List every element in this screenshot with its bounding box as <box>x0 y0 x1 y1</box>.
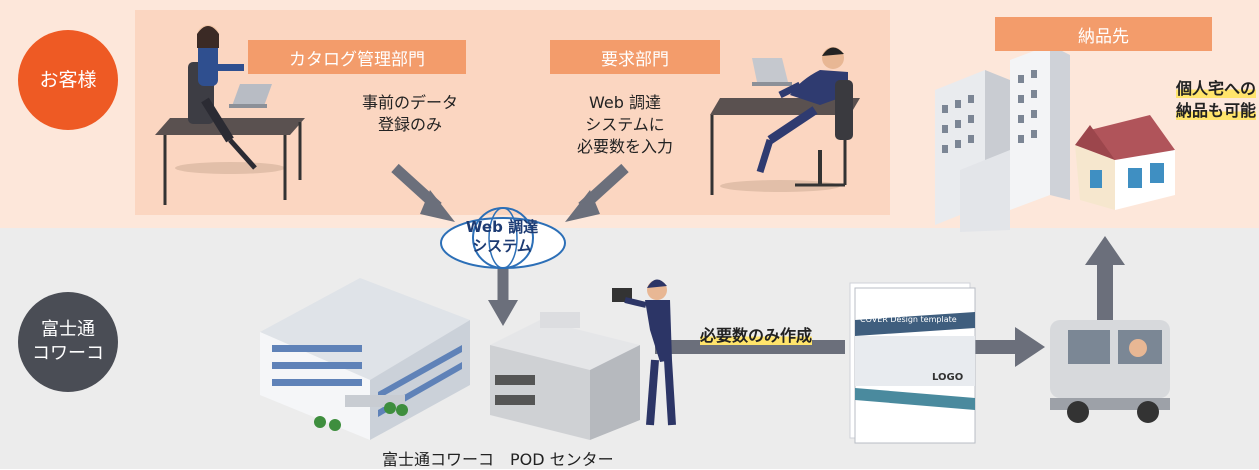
fujitsu-building-illustration <box>260 278 470 440</box>
fujitsu-circle-label: 富士通 コワーコ <box>18 292 118 392</box>
request-note: Web 調達 システムに 必要数を入力 <box>576 93 673 156</box>
catalog-cover-title: COVER Design template <box>860 315 957 324</box>
delivery-van-illustration <box>1050 320 1170 423</box>
catalog-manager-illustration <box>155 25 305 205</box>
catalog-logo: LOGO <box>932 372 964 383</box>
delivery-label: 納品先 <box>995 17 1212 51</box>
catalog-note: 事前のデータ 登録のみ <box>361 93 458 134</box>
delivery-note: 個人宅への 納品も可能 <box>1150 78 1256 122</box>
customer-circle-label: お客様 <box>18 30 118 130</box>
catalog-to-van-arrow <box>975 327 1045 367</box>
print-note-text: 必要数のみ作成 <box>700 326 813 345</box>
delivery-buildings-illustration <box>935 45 1175 232</box>
van-to-delivery-arrow <box>1085 236 1125 322</box>
request-to-web-arrow <box>565 163 629 222</box>
request-dept-label: 要求部門 <box>550 40 720 74</box>
pod-center-label: 富士通コワーコ POD センター <box>382 450 614 469</box>
catalog-booklet-illustration <box>849 282 976 444</box>
print-note: 必要数のみ作成 <box>700 322 813 346</box>
catalog-dept-label: カタログ管理部門 <box>248 40 466 74</box>
request-staff-illustration <box>710 47 860 195</box>
web-system-label: Web 調達 システム <box>465 218 539 255</box>
delivery-note-text: 個人宅への 納品も可能 <box>1175 79 1256 120</box>
catalog-to-web-arrow <box>391 163 455 222</box>
web-to-pod-arrow <box>488 268 518 326</box>
web-system-cloud-icon <box>440 207 566 269</box>
pod-printer-illustration <box>490 279 676 440</box>
